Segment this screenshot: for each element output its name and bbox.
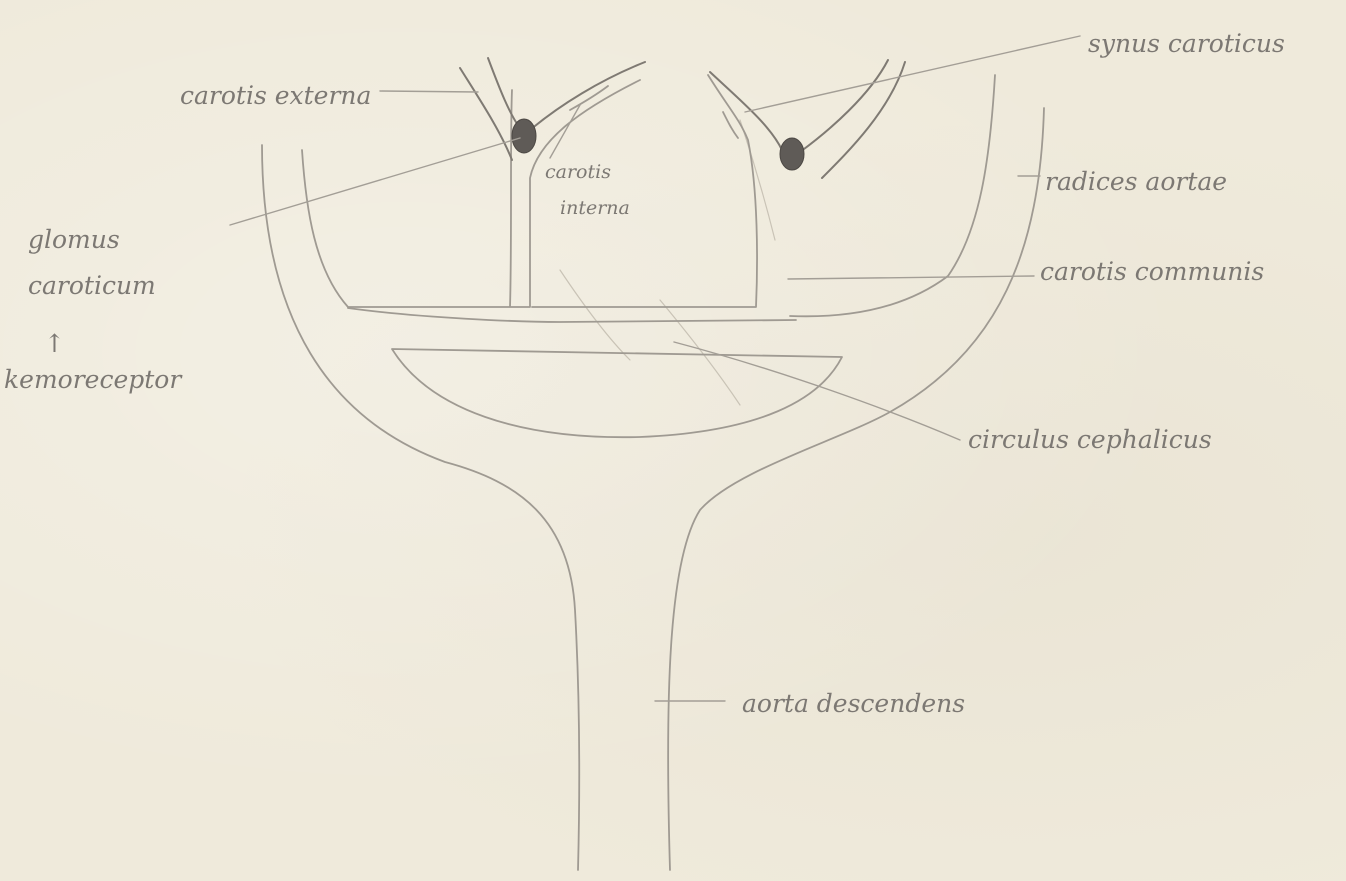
carotis-right-inner2 <box>822 62 905 178</box>
label-aorta-descendens: aorta descendens <box>742 689 965 718</box>
label-carotis-externa: carotis externa <box>180 81 371 110</box>
inner-bottom <box>348 308 796 322</box>
outer-arch-left <box>262 145 579 870</box>
label-circulus-cephalicus: circulus cephalicus <box>968 425 1212 454</box>
leader-synus-caroticus <box>745 36 1080 112</box>
carotis-externa-left-outer <box>460 68 512 160</box>
leader-glomus <box>230 138 520 225</box>
label-glomus-2: caroticum <box>28 271 156 300</box>
outer-arch-right <box>668 108 1044 870</box>
inner-loop <box>302 80 640 307</box>
label-kemoreceptor: kemoreceptor <box>4 365 183 394</box>
label-glomus-1: glomus <box>28 225 120 254</box>
label-carotis-interna-2: interna <box>560 197 630 219</box>
carotis-externa-left-inner <box>488 58 520 128</box>
faint-stroke <box>660 300 740 405</box>
faint-stroke <box>560 270 630 360</box>
leader-carotis-externa <box>380 91 478 92</box>
circulus-cephalicus <box>392 349 842 437</box>
label-carotis-interna-1: carotis <box>545 161 611 183</box>
leader-carotis-communis <box>788 276 1034 279</box>
carotis-interna-left <box>530 62 645 130</box>
leader-carotis-interna <box>550 105 580 158</box>
glomus-caroticum-right <box>780 138 804 170</box>
carotis-right-inner <box>800 60 888 152</box>
label-radices-aortae: radices aortae <box>1045 167 1227 196</box>
label-synus-caroticus: synus caroticus <box>1088 29 1285 58</box>
glomus-caroticum-left <box>512 119 536 153</box>
label-carotis-communis: carotis communis <box>1040 257 1264 286</box>
label-arrow: ↑ <box>44 329 65 358</box>
